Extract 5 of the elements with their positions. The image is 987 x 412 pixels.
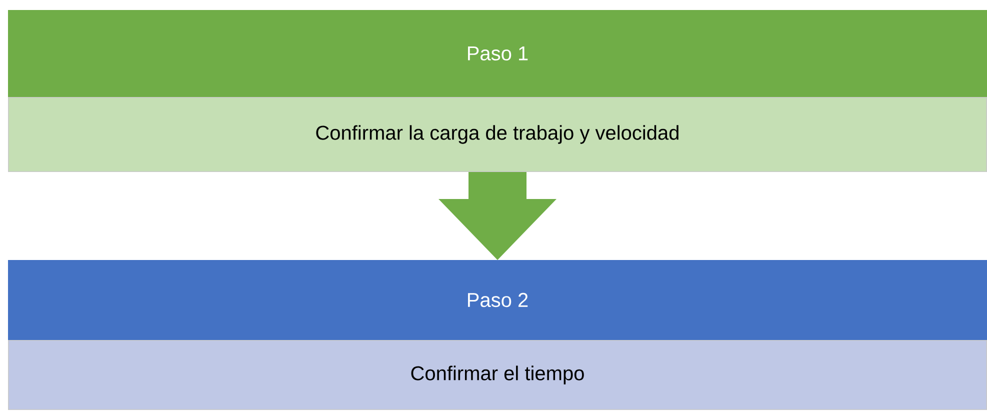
block-arrow bbox=[438, 172, 556, 260]
step-description-band: Confirmar el tiempo bbox=[8, 340, 987, 410]
step-header-band: Paso 1 bbox=[8, 10, 987, 97]
step-header-band: Paso 2 bbox=[8, 260, 987, 340]
step-description-band: Confirmar la carga de trabajo y velocidad bbox=[8, 97, 987, 172]
